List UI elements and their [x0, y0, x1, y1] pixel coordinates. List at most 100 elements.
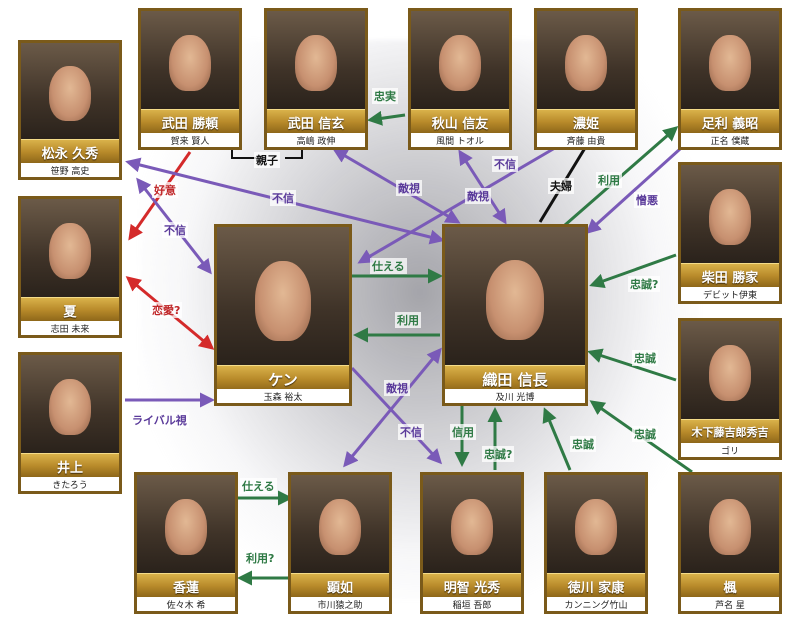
name-kaede: 楓 [681, 573, 779, 598]
actor-katsuie: デビット伊東 [681, 287, 779, 301]
name-matsunaga: 松永 久秀 [21, 139, 119, 164]
card-kennyo[interactable]: 顕如 市川猿之助 [288, 472, 392, 614]
arrow-chujitsu [367, 110, 406, 126]
name-kennyo: 顕如 [291, 573, 389, 598]
card-katsuyori[interactable]: 武田 勝頼 賀来 賢人 [138, 8, 242, 150]
label-fushin-nohime: 不信 [492, 156, 518, 172]
arrow-fushin-nohime [357, 143, 561, 264]
name-mitsuhide: 明智 光秀 [423, 573, 521, 598]
name-inoue: 井上 [21, 453, 119, 478]
label-chuusei-mitsuhide: 忠誠? [482, 446, 515, 462]
portrait-yoshiaki [681, 11, 779, 109]
label-riyou-nob: 利用 [395, 312, 421, 328]
label-tekishi-nobutomo: 敵視 [465, 188, 491, 204]
name-katsuyori: 武田 勝頼 [141, 109, 239, 134]
card-ken[interactable]: ケン 玉森 裕太 [214, 224, 352, 406]
name-hideyoshi: 木下藤吉郎秀吉 [681, 419, 779, 444]
portrait-kennyo [291, 475, 389, 573]
portrait-ken [217, 227, 349, 365]
name-ken: ケン [217, 365, 349, 392]
card-inoue[interactable]: 井上 きたろう [18, 352, 122, 494]
card-shingen[interactable]: 武田 信玄 高嶋 政伸 [264, 8, 368, 150]
label-fushin-kennyo: 不信 [398, 424, 424, 440]
label-fuufu: 夫婦 [548, 178, 574, 194]
label-oyako: 親子 [254, 152, 280, 168]
portrait-inoue [21, 355, 119, 453]
actor-nohime: 斉藤 由貴 [537, 133, 635, 147]
label-koui: 好意 [152, 182, 178, 198]
portrait-ieyasu [547, 475, 645, 573]
card-natsu[interactable]: 夏 志田 未来 [18, 196, 122, 338]
label-riyou-yoshiaki: 利用 [596, 172, 622, 188]
label-tsukaeru-karen: 仕える [240, 478, 277, 494]
name-nobutomo: 秋山 信友 [411, 109, 509, 134]
portrait-nohime [537, 11, 635, 109]
card-kaede[interactable]: 楓 芦名 星 [678, 472, 782, 614]
portrait-kaede [681, 475, 779, 573]
label-fushin-matsu-nob: 不信 [270, 190, 296, 206]
name-shingen: 武田 信玄 [267, 109, 365, 134]
actor-matsunaga: 笹野 高史 [21, 163, 119, 177]
label-shinyou: 信用 [450, 424, 476, 440]
label-riyou-kennyo: 利用? [244, 550, 277, 566]
actor-nobutomo: 風間 トオル [411, 133, 509, 147]
label-chuusei-katsuie: 忠誠? [628, 276, 661, 292]
label-rival: ライバル視 [130, 412, 189, 428]
actor-hideyoshi: ゴリ [681, 443, 779, 457]
portrait-natsu [21, 199, 119, 297]
portrait-katsuyori [141, 11, 239, 109]
name-yoshiaki: 足利 義昭 [681, 109, 779, 134]
card-matsunaga[interactable]: 松永 久秀 笹野 高史 [18, 40, 122, 180]
arrow-chuusei-katsuie [589, 253, 677, 289]
label-chuusei-ieyasu: 忠誠 [570, 436, 596, 452]
label-tekishi-shingen: 敵視 [396, 180, 422, 196]
card-nobunaga[interactable]: 織田 信長 及川 光博 [442, 224, 588, 406]
label-zouo: 憎悪 [634, 192, 660, 208]
actor-yoshiaki: 正名 僕蔵 [681, 133, 779, 147]
actor-ken: 玉森 裕太 [217, 389, 349, 403]
actor-inoue: きたろう [21, 477, 119, 491]
arrow-zouo [585, 138, 692, 235]
card-karen[interactable]: 香蓮 佐々木 希 [134, 472, 238, 614]
actor-nobunaga: 及川 光博 [445, 389, 585, 403]
portrait-hideyoshi [681, 321, 779, 419]
actor-kaede: 芦名 星 [681, 597, 779, 611]
name-natsu: 夏 [21, 297, 119, 322]
arrow-chuusei-ieyasu [542, 407, 572, 471]
portrait-mitsuhide [423, 475, 521, 573]
label-chuusei-hideyoshi: 忠誠 [632, 350, 658, 366]
actor-shingen: 高嶋 政伸 [267, 133, 365, 147]
card-nobutomo[interactable]: 秋山 信友 風間 トオル [408, 8, 512, 150]
arrow-tekishi-nobutomo [458, 149, 507, 225]
actor-kennyo: 市川猿之助 [291, 597, 389, 611]
label-chuusei-kaede: 忠誠 [632, 426, 658, 442]
name-karen: 香蓮 [137, 573, 235, 598]
portrait-nobunaga [445, 227, 585, 365]
card-hideyoshi[interactable]: 木下藤吉郎秀吉 ゴリ [678, 318, 782, 460]
portrait-matsunaga [21, 43, 119, 139]
arrow-tekishi-kennyo [343, 347, 442, 468]
label-chujitsu: 忠実 [372, 88, 398, 104]
card-nohime[interactable]: 濃姫 斉藤 由貴 [534, 8, 638, 150]
name-nohime: 濃姫 [537, 109, 635, 134]
portrait-nobutomo [411, 11, 509, 109]
actor-katsuyori: 賀来 賢人 [141, 133, 239, 147]
portrait-karen [137, 475, 235, 573]
card-mitsuhide[interactable]: 明智 光秀 稲垣 吾郎 [420, 472, 524, 614]
portrait-katsuie [681, 165, 779, 263]
label-tsukaeru-ken: 仕える [370, 258, 407, 274]
arrow-fushin-kennyo [350, 366, 443, 465]
label-renai: 恋愛? [150, 302, 183, 318]
name-katsuie: 柴田 勝家 [681, 263, 779, 288]
name-ieyasu: 徳川 家康 [547, 573, 645, 598]
actor-natsu: 志田 未来 [21, 321, 119, 335]
card-katsuie[interactable]: 柴田 勝家 デビット伊東 [678, 162, 782, 304]
card-yoshiaki[interactable]: 足利 義昭 正名 僕蔵 [678, 8, 782, 150]
card-ieyasu[interactable]: 徳川 家康 カンニング竹山 [544, 472, 648, 614]
actor-mitsuhide: 稲垣 吾郎 [423, 597, 521, 611]
name-nobunaga: 織田 信長 [445, 365, 585, 392]
label-fushin-ken-matsu: 不信 [162, 222, 188, 238]
actor-karen: 佐々木 希 [137, 597, 235, 611]
label-tekishi-kennyo: 敵視 [384, 380, 410, 396]
arrow-chuusei-hideyoshi [587, 348, 677, 382]
